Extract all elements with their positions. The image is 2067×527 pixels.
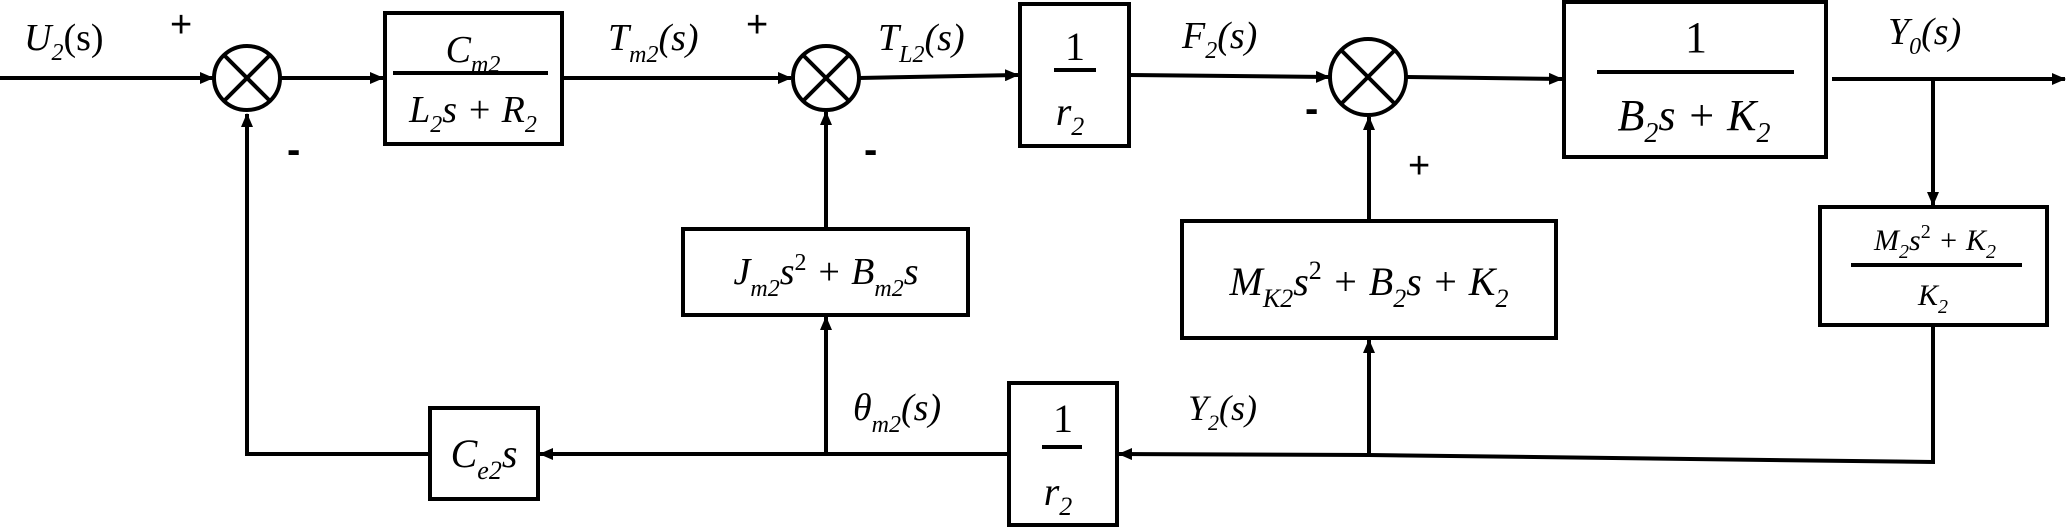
f2-wire <box>1128 70 1330 83</box>
tl2-wire <box>858 69 1019 82</box>
block-sensor: M2s2 + K2 K2 <box>1818 205 2049 327</box>
block-spring: MK2s2 + B2s + K2 <box>1180 219 1558 340</box>
label-tm2: Tm2(s) <box>608 17 699 68</box>
back-emf-expression: Ce2s <box>451 431 518 485</box>
summing-junction-2 <box>791 44 861 112</box>
motor-denominator: L2s + R2 <box>408 89 537 138</box>
gear-feedback-numerator: 1 <box>1053 396 1073 441</box>
backemf-feedback-wire <box>241 113 430 456</box>
label-theta-m2: θm2(s) <box>853 387 941 438</box>
gear-feedback-denominator: r2 <box>1044 469 1073 521</box>
block-inertia: Jm2s2 + Bm2s <box>681 227 970 317</box>
label-tl2: TL2(s) <box>878 17 965 68</box>
block-back-emf: Ce2s <box>428 406 540 501</box>
label-y2: Y2(s) <box>1188 388 1257 435</box>
sensor-numerator: M2s2 + K2 <box>1873 221 1996 263</box>
block-motor: Cm2 L2s + R2 <box>383 11 564 146</box>
sum3-plus-sign: + <box>1408 145 1430 187</box>
label-y0: Y0(s) <box>1888 11 1961 60</box>
summing-junction-3 <box>1328 37 1408 117</box>
load-numerator: 1 <box>1685 13 1707 62</box>
block-gear-forward: 1 r2 <box>1018 2 1131 148</box>
sum1-plus-sign: + <box>170 4 192 46</box>
inertia-expression: Jm2s2 + Bm2s <box>733 250 918 302</box>
gear-forward-denominator: r2 <box>1056 89 1085 141</box>
sensor-denominator: K2 <box>1917 279 1948 318</box>
gear-forward-numerator: 1 <box>1065 24 1085 69</box>
block-gear-feedback: 1 r2 <box>1007 381 1119 527</box>
y2-to-gear-wire <box>1118 448 1370 461</box>
spring-expression: MK2s2 + B2s + K2 <box>1229 256 1509 313</box>
sum2-minus-sign: - <box>864 128 877 172</box>
sensor-feedback-wire <box>1368 325 1935 465</box>
label-u2: U2(s) <box>24 17 104 66</box>
sum3-to-load-wire <box>1406 72 1563 85</box>
label-f2: F2(s) <box>1181 15 1257 64</box>
summing-junction-1 <box>212 44 282 112</box>
load-denominator: B2s + K2 <box>1617 91 1770 149</box>
motor-numerator: Cm2 <box>446 29 501 78</box>
sum1-minus-sign: - <box>287 128 300 172</box>
block-load: 1 B2s + K2 <box>1562 0 1828 159</box>
sum2-plus-sign: + <box>746 4 768 46</box>
sum3-minus-sign: - <box>1305 87 1318 131</box>
